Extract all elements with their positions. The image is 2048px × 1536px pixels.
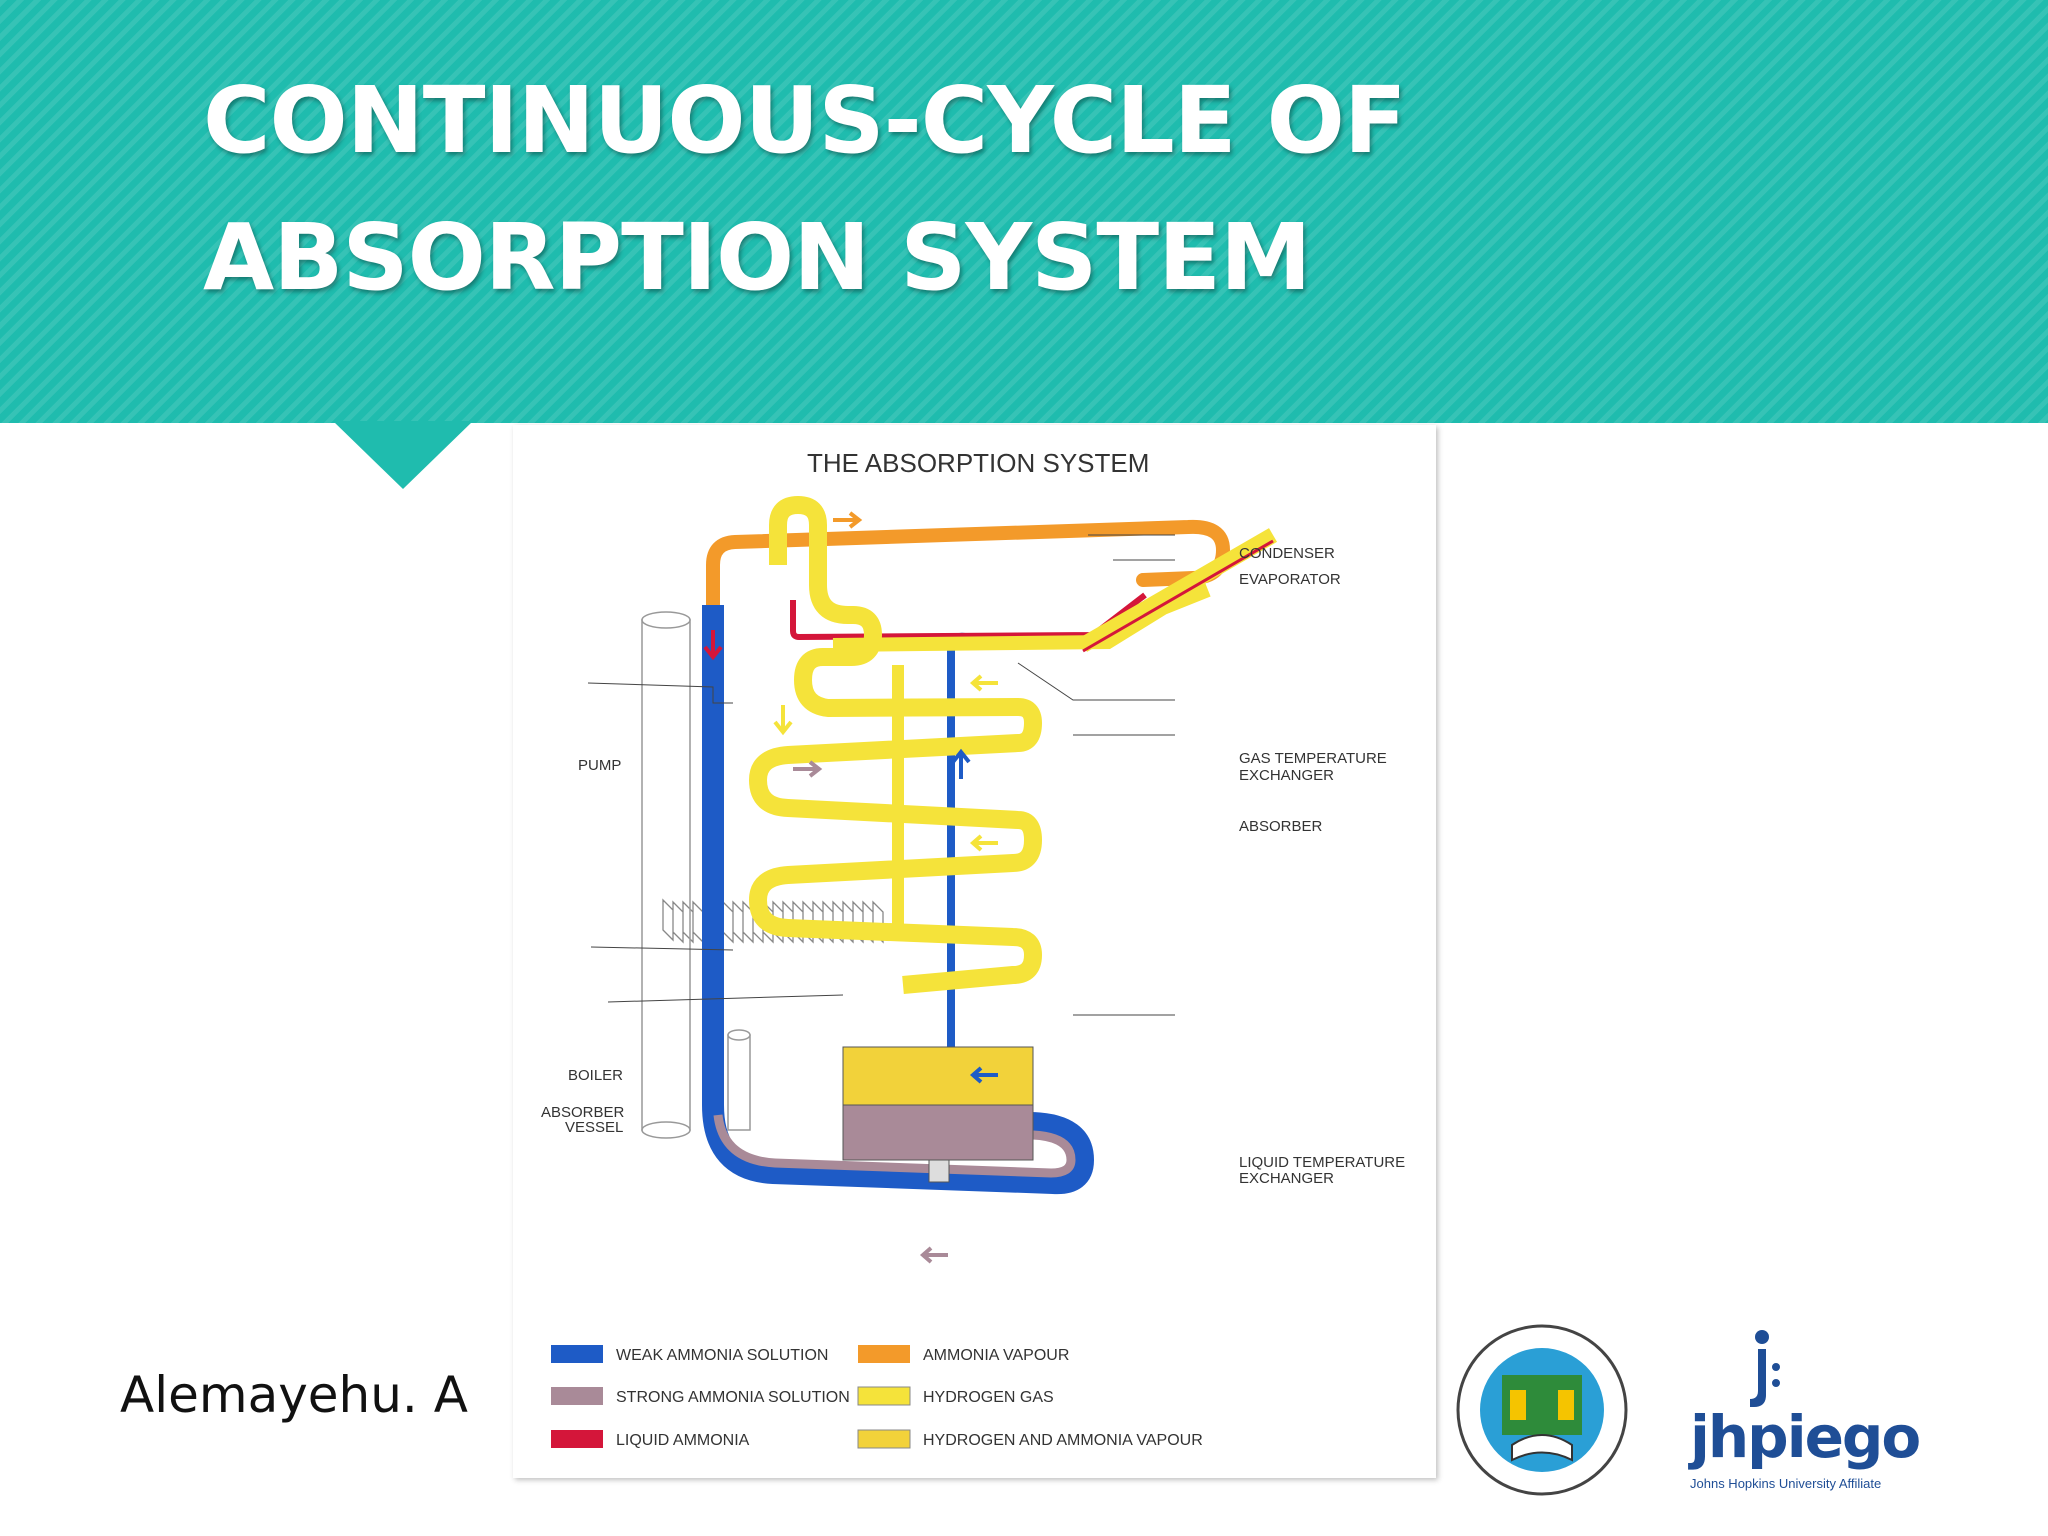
- evaporator-slant: [1078, 528, 1278, 652]
- liquid-ammonia-pipe: [790, 592, 1147, 641]
- label-liquid-exchanger-1: LIQUID TEMPERATURE: [1239, 1154, 1405, 1171]
- component-labels: CONDENSER EVAPORATOR PUMP GAS TEMPERATUR…: [541, 545, 1405, 1187]
- legend: WEAK AMMONIA SOLUTION STRONG AMMONIA SOL…: [551, 1345, 1203, 1449]
- evaporator-pipe: [832, 583, 1211, 652]
- weak-solution-pipe: [702, 605, 1095, 1195]
- label-absorber-vessel-1: ABSORBER: [541, 1104, 625, 1121]
- label-absorber-vessel-2: VESSEL: [565, 1119, 623, 1136]
- jhpiego-wordmark: jhpiego: [1690, 1403, 1921, 1471]
- label-gas-exchanger-1: GAS TEMPERATURE: [1239, 750, 1387, 767]
- leader-lines: [587, 534, 1175, 1016]
- legend-swatch-hydrogen: [857, 1386, 911, 1406]
- jhpiego-subtitle: Johns Hopkins University Affiliate: [1690, 1476, 1882, 1491]
- legend-swatch-mix: [857, 1429, 911, 1449]
- legend-swatch-weak: [551, 1345, 603, 1363]
- label-pump: PUMP: [578, 757, 621, 774]
- legend-label-strong: STRONG AMMONIA SOLUTION: [616, 1389, 850, 1406]
- author-name: Alemayehu. A: [120, 1366, 468, 1424]
- legend-swatch-strong: [551, 1387, 603, 1405]
- title-line-2: ABSORPTION SYSTEM: [203, 204, 1312, 311]
- label-evaporator: EVAPORATOR: [1239, 571, 1341, 588]
- slide-title: CONTINUOUS-CYCLE OF ABSORPTION SYSTEM: [203, 52, 1407, 326]
- ephi-logo: [1456, 1324, 1628, 1496]
- header-notch: [333, 421, 473, 489]
- title-line-1: CONTINUOUS-CYCLE OF: [203, 67, 1407, 174]
- label-boiler: BOILER: [568, 1067, 623, 1084]
- label-gas-exchanger-2: EXCHANGER: [1239, 767, 1334, 784]
- absorber-vessel: [842, 1046, 1034, 1183]
- label-absorber: ABSORBER: [1239, 818, 1323, 835]
- strong-solution-pipe: [713, 1114, 1076, 1178]
- legend-label-vapour: AMMONIA VAPOUR: [923, 1347, 1069, 1364]
- diagram-title: THE ABSORPTION SYSTEM: [807, 448, 1149, 478]
- absorption-diagram: THE ABSORPTION SYSTEM: [513, 425, 1436, 1478]
- pump-cylinder: [641, 611, 751, 1139]
- legend-label-hydrogen: HYDROGEN GAS: [923, 1389, 1054, 1406]
- jhpiego-logo: [1750, 1330, 1780, 1407]
- legend-label-weak: WEAK AMMONIA SOLUTION: [616, 1347, 828, 1364]
- diagram-svg: THE ABSORPTION SYSTEM: [541, 448, 1405, 1449]
- legend-label-mix: HYDROGEN AND AMMONIA VAPOUR: [923, 1432, 1203, 1449]
- label-condenser: CONDENSER: [1239, 545, 1335, 562]
- header-banner: [0, 0, 2048, 423]
- legend-swatch-vapour: [858, 1345, 910, 1363]
- flow-arrows: [703, 511, 998, 1264]
- evaporator-liquid-line: [1082, 539, 1274, 653]
- legend-label-liquid: LIQUID AMMONIA: [616, 1432, 750, 1449]
- label-liquid-exchanger-2: EXCHANGER: [1239, 1170, 1334, 1187]
- legend-swatch-liquid: [551, 1430, 603, 1448]
- absorber-coil: [749, 496, 1042, 994]
